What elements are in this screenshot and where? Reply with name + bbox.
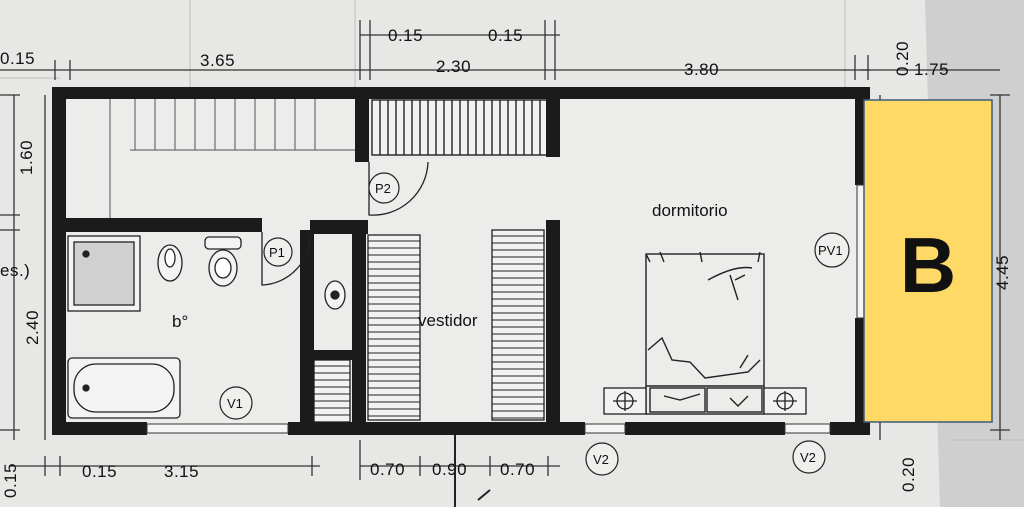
- highlight-label-b: B: [900, 221, 956, 309]
- dim-top-3: 0.15: [388, 26, 423, 45]
- dim-top-4: 2.30: [436, 57, 471, 76]
- walls: [52, 87, 870, 435]
- nightstands: [603, 387, 807, 415]
- svg-text:P1: P1: [269, 245, 285, 260]
- svg-text:P2: P2: [375, 181, 391, 196]
- toilet-tank: [204, 236, 242, 250]
- door-window-tags: P2 P1 PV1 V1 V2 V2: [219, 172, 850, 476]
- dim-top-5: 0.15: [488, 26, 523, 45]
- tag-pv1: PV1: [814, 232, 850, 268]
- dim-bottom-2: 3.15: [164, 462, 199, 481]
- bottom-marks: [454, 435, 491, 507]
- svg-text:V1: V1: [227, 396, 243, 411]
- dim-left-1: 1.60: [17, 140, 36, 175]
- highlight-area-b: [863, 99, 993, 423]
- room-label-bano: b°: [172, 312, 188, 331]
- tag-v2-right: V2: [792, 440, 826, 474]
- dim-left-note: es.): [0, 261, 30, 280]
- stair-block-top: [371, 99, 548, 156]
- svg-text:V2: V2: [800, 450, 816, 465]
- tag-v1: V1: [219, 386, 253, 420]
- svg-text:V2: V2: [593, 452, 609, 467]
- room-label-vestidor: vestidor: [418, 311, 478, 330]
- closet-shelves: [313, 229, 545, 423]
- tag-p2: P2: [368, 172, 400, 204]
- right-dimensions: 4.45: [993, 255, 1012, 290]
- dim-left-2: 2.40: [23, 310, 42, 345]
- dim-top-8: 1.75: [914, 60, 949, 79]
- stair-treads-left: [109, 97, 355, 220]
- dim-top-1: 0.15: [0, 49, 35, 68]
- svg-text:PV1: PV1: [818, 243, 843, 258]
- dim-top-7: 0.20: [893, 41, 912, 76]
- dimension-lines: [0, 20, 1010, 480]
- dim-bottom-5: 0.70: [500, 460, 535, 479]
- dim-top-2: 3.65: [200, 51, 235, 70]
- paper-rule-lines: [0, 0, 1024, 441]
- top-dimensions: 0.15 3.65 0.15 2.30 0.15 3.80 0.20 1.75: [0, 26, 949, 79]
- dim-top-6: 3.80: [684, 60, 719, 79]
- dim-bottom-4: 0.90: [432, 460, 467, 479]
- tag-v2-left: V2: [585, 442, 619, 476]
- bed: [645, 251, 765, 415]
- dim-bottom-3: 0.70: [370, 460, 405, 479]
- bottom-dimensions: 0.15 3.15 0.70 0.90 0.70 0.20: [82, 457, 918, 492]
- door-swings: [261, 161, 429, 286]
- bathroom-fixtures: [67, 235, 346, 419]
- dim-left-3: 0.15: [1, 463, 20, 498]
- dim-right-1: 4.45: [993, 255, 1012, 290]
- closet-hatching: [314, 235, 544, 419]
- room-label-dormitorio: dormitorio: [652, 201, 728, 220]
- left-dimensions: 1.60 2.40 0.15 es.): [0, 140, 42, 498]
- dim-bottom-6: 0.20: [899, 457, 918, 492]
- dim-bottom-1: 0.15: [82, 462, 117, 481]
- tag-p1: P1: [263, 237, 293, 267]
